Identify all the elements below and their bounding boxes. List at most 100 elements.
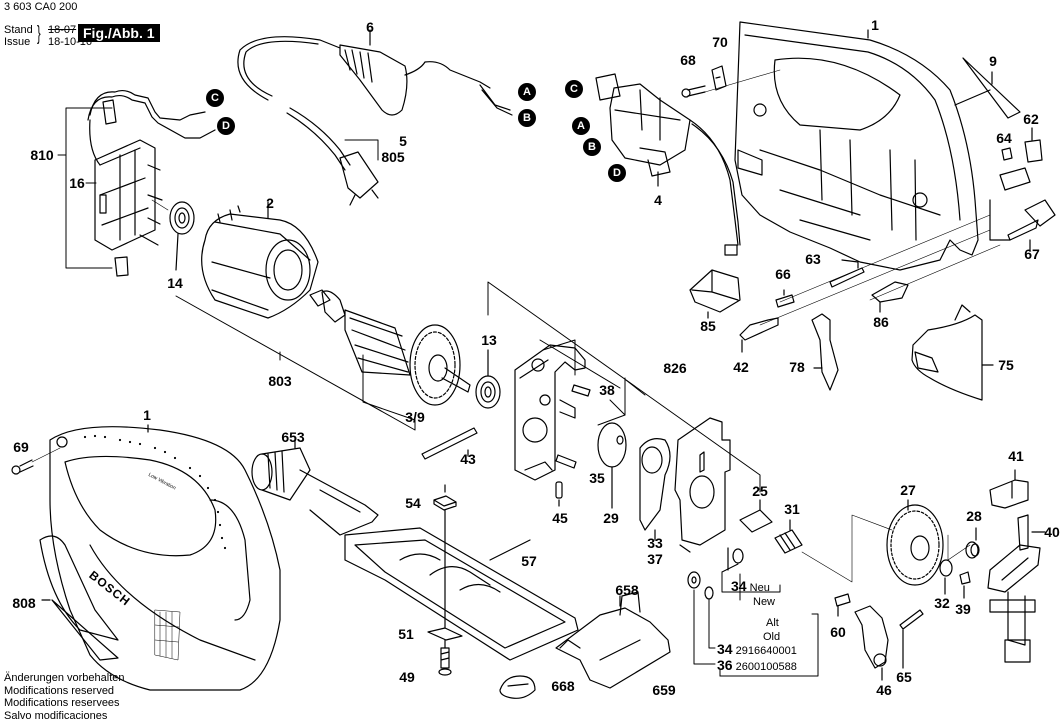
part-label-14: 14: [167, 275, 183, 291]
plug-5: [286, 107, 379, 206]
note-leaders: [693, 563, 819, 677]
guard-808: [39, 535, 119, 661]
pin-63: [829, 259, 865, 288]
part-668: [499, 675, 536, 699]
part-label-63: 63: [805, 251, 821, 267]
field-coil-2: [201, 201, 319, 319]
part-60: [834, 593, 851, 617]
bracket-803: [175, 295, 416, 431]
part-label-13: 13: [481, 332, 497, 348]
part-label-40: 40: [1044, 524, 1060, 540]
washer-34-new: [727, 547, 744, 571]
leader: [151, 199, 169, 211]
spring-78: [811, 313, 839, 391]
washer-29: [597, 422, 627, 509]
bracket-810: [57, 107, 113, 269]
part-label-39: 39: [955, 601, 971, 617]
part-label-31: 31: [784, 501, 800, 517]
gear-27: [886, 499, 944, 586]
note-old-label-de: Alt: [766, 617, 779, 629]
footer-line-en: Modifications reserved: [4, 684, 115, 697]
note-old-number-36: 2600100588: [735, 661, 797, 673]
footer-line-de: Änderungen vorbehalten: [4, 672, 125, 684]
part-label-78: 78: [789, 359, 805, 375]
part-label-70: 70: [712, 34, 728, 50]
gear-leaders: [801, 514, 971, 583]
lever-67: [989, 199, 1056, 251]
note-new-label-de: Neu: [749, 582, 770, 594]
connector-c-switch: C: [565, 80, 583, 98]
lever-46: [854, 605, 889, 681]
pin-43: [421, 427, 478, 460]
cover-75: [911, 304, 994, 401]
leader: [31, 447, 61, 463]
carbon-brush-top: [102, 99, 117, 125]
part-label-41: 41: [1008, 448, 1024, 464]
part-label-35: 35: [589, 470, 605, 486]
note-old-item-34: 34 2916640001: [717, 641, 797, 658]
needle-bearing-31: [774, 519, 803, 554]
bracket-826: [487, 281, 761, 493]
switch-4: [595, 73, 741, 256]
note-new-part-number: 34: [731, 578, 747, 594]
part-label-1-top: 1: [871, 17, 879, 33]
vacuum-adapter-653: [251, 437, 379, 536]
bolt-25: [739, 499, 773, 533]
footer-line-es: Salvo modificaciones: [4, 709, 108, 722]
grid-vent: [154, 609, 181, 661]
part-label-810: 810: [30, 147, 54, 163]
part-label-64: 64: [996, 130, 1012, 146]
housing-shell-1: [49, 424, 281, 691]
part-label-38: 38: [599, 382, 615, 398]
housing-dots: [83, 434, 227, 550]
brush-holder-16: [94, 139, 163, 251]
part-label-29: 29: [603, 510, 619, 526]
leader: [704, 69, 781, 93]
note-new-part: 34 Neu: [731, 578, 770, 595]
bearing-14: [169, 201, 195, 271]
part-label-9: 9: [989, 53, 997, 69]
stand-label: Stand: [4, 24, 33, 36]
part-42: [739, 317, 779, 353]
part-label-2: 2: [266, 195, 274, 211]
part-label-67: 67: [1024, 246, 1040, 262]
slider-66: [775, 289, 795, 308]
part-label-32: 32: [934, 595, 950, 611]
note-old-part-36: 36: [717, 657, 733, 673]
part-label-68: 68: [680, 52, 696, 68]
figure-label: Fig./Abb. 1: [78, 24, 160, 42]
bearing-13: [475, 349, 501, 409]
document-number: 3 603 CA0 200: [4, 1, 78, 13]
part-label-60: 60: [830, 624, 846, 640]
gasket-33: [639, 438, 671, 541]
plate-51: [427, 627, 463, 641]
brush-wires: [87, 89, 216, 166]
connector-c-left: C: [206, 89, 224, 107]
note-old-part-34: 34: [717, 641, 733, 657]
part-label-49: 49: [399, 669, 415, 685]
gear-housing: [514, 344, 586, 481]
screw-68: [681, 85, 706, 98]
connector-a-cord: A: [518, 83, 536, 101]
footer-notes: Änderungen vorbehalten Modifications res…: [4, 672, 124, 722]
part-label-25: 25: [752, 483, 768, 499]
connector-b-cord: B: [518, 109, 536, 127]
issue-label: Issue: [4, 36, 31, 48]
washer-36: [687, 571, 701, 589]
connector-d-switch: D: [608, 164, 626, 182]
connector-a-switch: A: [572, 117, 590, 135]
part-label-43: 43: [460, 451, 476, 467]
part-label-803: 803: [268, 373, 292, 389]
part-label-4: 4: [654, 192, 662, 208]
part-label-37: 37: [647, 551, 663, 567]
part-label-28: 28: [966, 508, 982, 524]
part-label-45: 45: [552, 510, 568, 526]
part-label-57: 57: [521, 553, 537, 569]
screw-69: [11, 459, 34, 475]
nut-54: [433, 484, 457, 629]
connector-b-switch: B: [583, 138, 601, 156]
part-label-42: 42: [733, 359, 749, 375]
brace: }: [37, 23, 41, 45]
part-label-51: 51: [398, 626, 414, 642]
part-label-27: 27: [900, 482, 916, 498]
